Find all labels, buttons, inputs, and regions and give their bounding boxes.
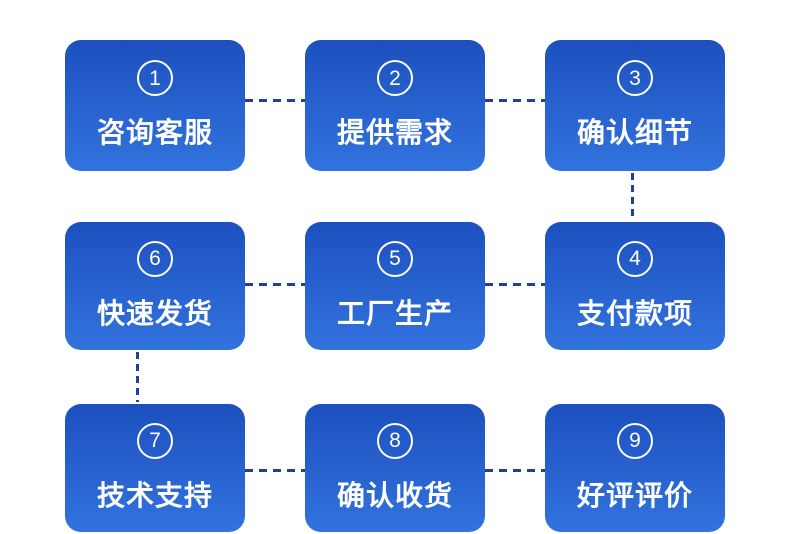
flow-step-card-3: 3 确认细节: [545, 40, 725, 171]
flow-step-card-7: 7 技术支持: [65, 404, 245, 532]
step-label: 技术支持: [96, 479, 213, 511]
connector-step2-step3: [485, 99, 545, 102]
step-number-badge: 6: [137, 240, 173, 277]
step-number-badge: 4: [617, 240, 653, 277]
step-number: 3: [629, 66, 641, 90]
step-label: 工厂生产: [336, 297, 453, 329]
step-number-badge: 2: [377, 60, 413, 96]
step-number: 4: [629, 247, 641, 270]
connector-step7-step8: [245, 469, 305, 472]
flow-step-card-9: 9 好评评价: [545, 404, 725, 532]
connector-step8-step9: [485, 469, 545, 472]
step-number-badge: 7: [137, 422, 173, 459]
flow-step-card-1: 1 咨询客服: [65, 40, 245, 171]
step-number: 6: [149, 247, 161, 270]
step-label: 好评评价: [576, 479, 693, 511]
step-label: 快速发货: [96, 297, 213, 329]
step-number: 1: [149, 66, 161, 90]
flow-step-card-5: 5 工厂生产: [305, 222, 485, 350]
connector-step3-step4: [631, 173, 634, 220]
step-label: 支付款项: [576, 297, 693, 329]
step-number-badge: 1: [137, 60, 173, 96]
flow-step-card-6: 6 快速发货: [65, 222, 245, 350]
step-number-badge: 5: [377, 240, 413, 277]
step-number: 7: [149, 429, 161, 452]
flow-step-card-8: 8 确认收货: [305, 404, 485, 532]
step-label: 咨询客服: [96, 117, 213, 148]
step-label: 确认细节: [576, 117, 693, 148]
connector-step1-step2: [245, 99, 305, 102]
step-number: 9: [629, 429, 641, 452]
connector-step4-step5: [485, 283, 545, 286]
connector-step5-step6: [245, 283, 305, 286]
step-number: 5: [389, 247, 401, 270]
flow-step-card-2: 2 提供需求: [305, 40, 485, 171]
step-number-badge: 8: [377, 422, 413, 459]
step-label: 确认收货: [336, 479, 453, 511]
step-number: 8: [389, 429, 401, 452]
step-number: 2: [389, 66, 401, 90]
step-number-badge: 3: [617, 60, 653, 96]
connector-step6-step7: [136, 352, 139, 402]
flow-step-card-4: 4 支付款项: [545, 222, 725, 350]
step-number-badge: 9: [617, 422, 653, 459]
step-label: 提供需求: [336, 117, 453, 148]
